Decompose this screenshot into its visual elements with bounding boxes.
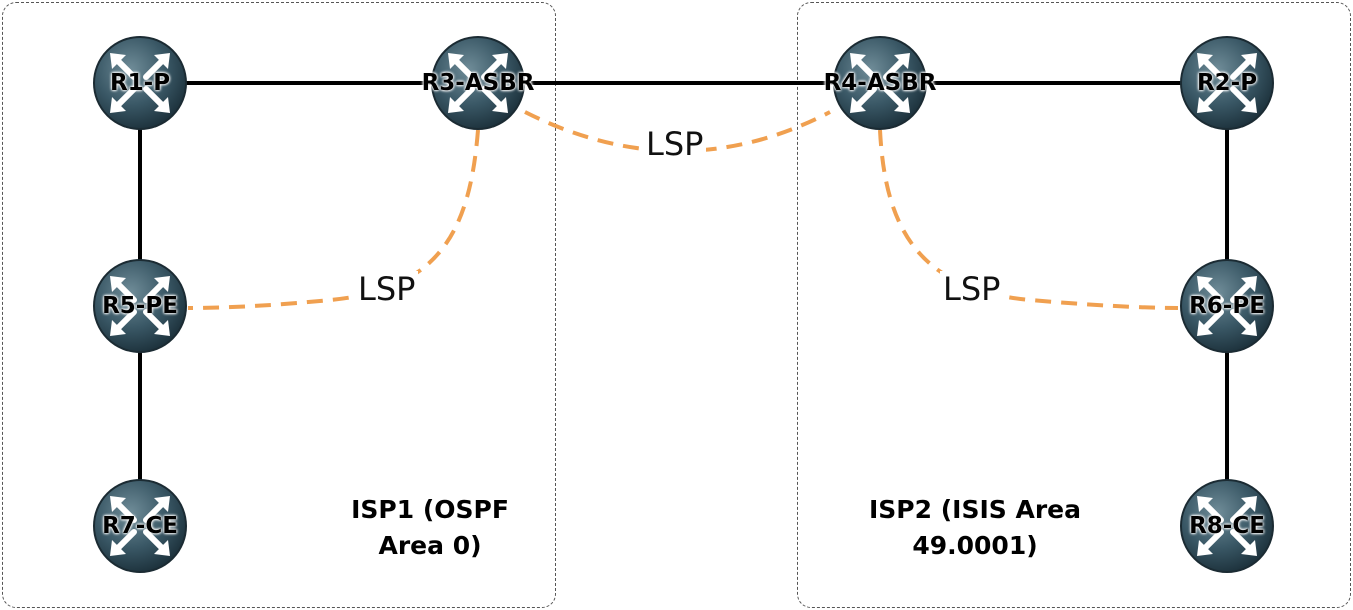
lsp-label-inter-asbr: LSP [643, 126, 707, 162]
router-r8[interactable]: R8-CE [1179, 478, 1275, 574]
router-r5-label: R5-PE [102, 293, 178, 319]
router-r7[interactable]: R7-CE [92, 478, 188, 574]
router-r6[interactable]: R6-PE [1179, 258, 1275, 354]
router-r4-label: R4- ASBR [823, 70, 937, 96]
router-r3[interactable]: R3- ASBR [422, 35, 534, 131]
router-r1-label: R1-P [109, 70, 171, 96]
lsp-label-isp2: LSP [940, 271, 1004, 307]
router-r1[interactable]: R1-P [92, 35, 188, 131]
isp1-region [2, 2, 556, 608]
isp2-region [797, 2, 1351, 608]
router-r3-label: R3- ASBR [421, 70, 535, 96]
router-r6-label: R6-PE [1189, 293, 1265, 319]
router-r2-label: R2-P [1196, 70, 1258, 96]
router-r5[interactable]: R5-PE [92, 258, 188, 354]
router-r2[interactable]: R2-P [1179, 35, 1275, 131]
lsp-label-isp1: LSP [355, 271, 419, 307]
router-r4[interactable]: R4- ASBR [824, 35, 936, 131]
router-r7-label: R7-CE [102, 513, 178, 539]
lsp-path-isp1 [187, 129, 480, 310]
lsp-path-isp2 [878, 129, 1179, 310]
router-r8-label: R8-CE [1189, 513, 1265, 539]
isp2-region-label: ISP2 (ISIS Area 49.0001) [869, 495, 1081, 560]
isp1-region-label: ISP1 (OSPF Area 0) [351, 495, 509, 560]
